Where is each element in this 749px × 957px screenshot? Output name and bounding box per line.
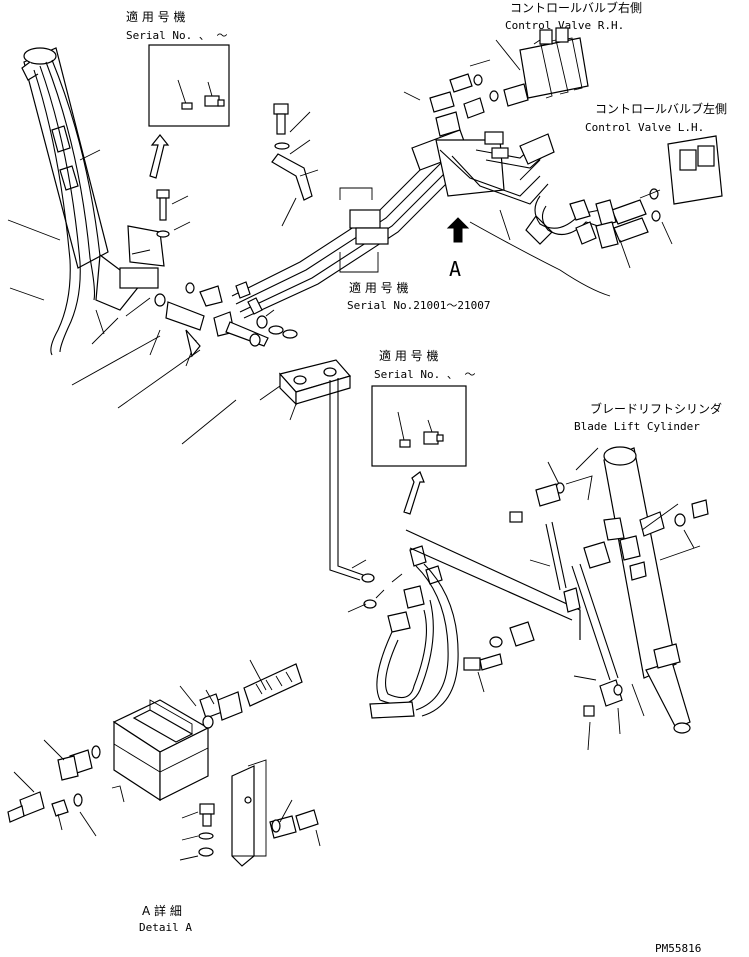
serial-top-en: Serial No. 、 〜 bbox=[126, 29, 227, 42]
serial-right-jp: 適 用 号 機 bbox=[379, 348, 438, 363]
blade-en: Blade Lift Cylinder bbox=[574, 420, 700, 433]
control-valve-rh bbox=[403, 27, 589, 137]
inset-box-right bbox=[371, 385, 467, 515]
cv-lh-jp: コントロールバルブ左側 bbox=[595, 101, 727, 116]
serial-mid-bracket bbox=[339, 187, 379, 273]
cv-rh-jp: コントロールバルブ右側 bbox=[510, 0, 642, 15]
serial-top-jp: 適 用 号 機 bbox=[126, 9, 185, 24]
control-valve-lh bbox=[519, 135, 723, 269]
upper-pipe-bundle bbox=[231, 129, 611, 319]
arrow-a-label: A bbox=[449, 257, 461, 281]
serial-mid-en: Serial No.21001〜21007 bbox=[347, 299, 490, 312]
bolt-left bbox=[156, 189, 191, 238]
blade-lift-cylinder bbox=[463, 446, 709, 751]
detail-a-block bbox=[7, 659, 321, 867]
blade-jp: ブレードリフトシリンダ bbox=[590, 401, 722, 416]
serial-right-en: Serial No. 、 〜 bbox=[374, 368, 475, 381]
detail-en: Detail A bbox=[139, 921, 192, 934]
left-cylinder-assembly bbox=[21, 47, 165, 356]
fittings-center-left bbox=[154, 282, 298, 358]
cv-lh-en: Control Valve L.H. bbox=[585, 121, 704, 134]
leader-lines-left bbox=[7, 149, 237, 445]
lower-hose-assembly bbox=[369, 529, 581, 719]
arrow-a-icon bbox=[446, 217, 470, 243]
serial-mid-jp: 適 用 号 機 bbox=[349, 280, 408, 295]
upper-bolt-bracket bbox=[271, 103, 319, 227]
cv-rh-en: Control Valve R.H. bbox=[505, 19, 624, 32]
center-manifold bbox=[259, 359, 377, 613]
drawing-number: PM55816 bbox=[655, 942, 701, 955]
detail-jp: A 詳 細 bbox=[142, 903, 182, 918]
inset-box-top bbox=[148, 44, 230, 179]
